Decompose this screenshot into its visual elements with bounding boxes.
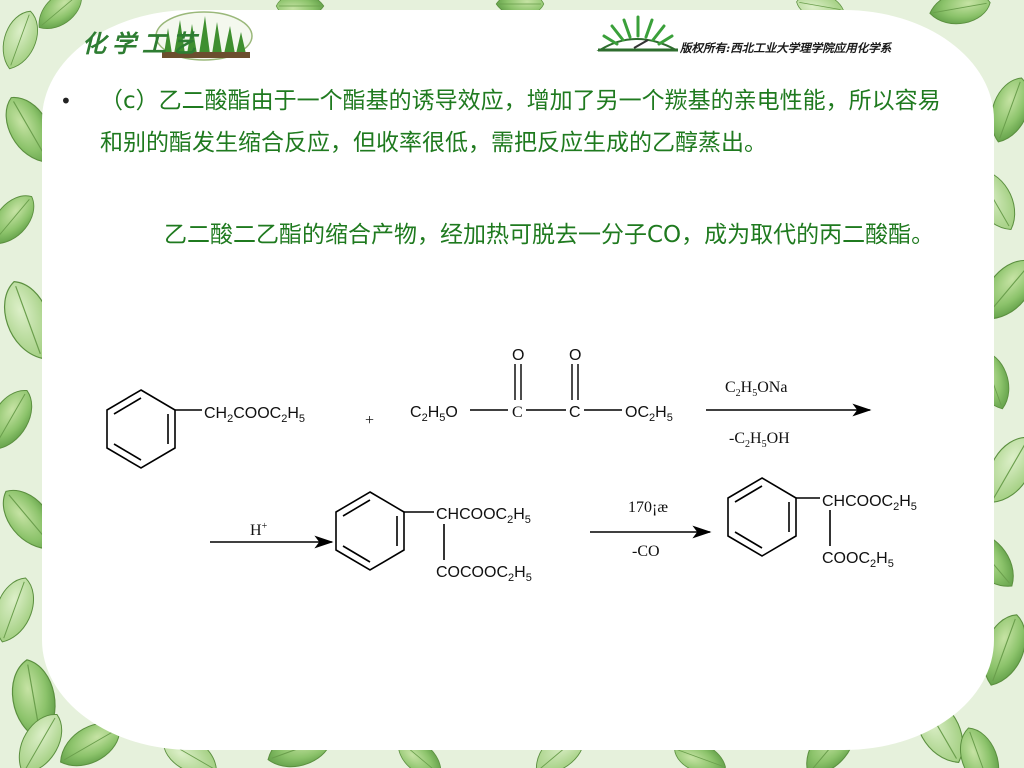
header-banner: 版权所有:西北工业大学理学院应用化学系 <box>596 14 1006 58</box>
benzene-ring-1 <box>106 389 202 469</box>
reactant1-formula: CH2COOC2H5 <box>204 405 305 425</box>
intermediate-top-group: CHCOOC2H5 <box>436 506 531 526</box>
reaction-scheme: CH2COOC2H5 + C2H5O C C OC2H5 O O C2H5ONa… <box>106 347 917 584</box>
product-bottom-group: COOC2H5 <box>822 550 894 570</box>
leaf-vein <box>999 81 1021 139</box>
bullet-marker: • <box>60 89 72 113</box>
leaf-vein <box>992 618 1016 682</box>
leaf-vein <box>993 441 1024 499</box>
carbonyl-carbon-1: C <box>512 404 523 421</box>
oxalate-left-group: C2H5O <box>410 404 458 424</box>
paragraph-2: 乙二酸二乙酯的缩合产物，经加热可脱去一分子CO，成为取代的丙二酸酯。 <box>164 222 935 248</box>
leaf-vein <box>799 2 841 10</box>
leaf-vein <box>0 393 26 447</box>
benzene-ring-2 <box>335 491 445 571</box>
intermediate-bottom-group: COCOOC2H5 <box>436 564 532 584</box>
logo-area: 化学工艺 <box>64 6 274 70</box>
copyright-text: 版权所有:西北工业大学理学院应用化学系 <box>680 41 892 55</box>
carbonyl-carbon-2: C <box>569 404 581 421</box>
leaf-vein <box>10 14 30 66</box>
arrow3-condition: 170¡æ <box>628 499 668 516</box>
leaf-vein <box>0 199 30 241</box>
content-card <box>42 10 994 750</box>
arrow3-byproduct: -CO <box>632 543 660 560</box>
leaf-vein <box>969 731 991 768</box>
carbonyl-oxygen-2: O <box>569 347 581 364</box>
logo-icon <box>155 11 253 61</box>
sunrise-logo-icon <box>596 15 678 52</box>
diethyl-oxalate: C2H5O C C OC2H5 O O <box>410 347 673 424</box>
paragraph-1: （c）乙二酸酯由于一个酯基的诱导效应，增加了另一个羰基的亲电性能，所以容易和别的… <box>100 88 941 156</box>
benzene-ring-3 <box>727 477 831 557</box>
leaf-vein <box>41 0 79 26</box>
leaf-vein <box>3 581 25 639</box>
carbonyl-oxygen-1: O <box>512 347 524 364</box>
leaf-vein <box>15 285 41 355</box>
leaf-vein <box>24 717 56 768</box>
product-top-group: CHCOOC2H5 <box>822 493 917 513</box>
leaf-vein <box>933 2 987 14</box>
arrow1-reagent: C2H5ONa <box>725 379 787 399</box>
leaf-vein <box>63 729 117 761</box>
oxalate-right-group: OC2H5 <box>625 404 673 424</box>
plus-sign: + <box>365 412 374 429</box>
arrow2-reagent: H+ <box>250 521 268 539</box>
logo-text: 化学工艺 <box>82 29 202 58</box>
leaf-vein <box>677 749 723 767</box>
leaf-vein <box>13 101 47 159</box>
arrow1-byproduct: -C2H5OH <box>729 430 790 450</box>
